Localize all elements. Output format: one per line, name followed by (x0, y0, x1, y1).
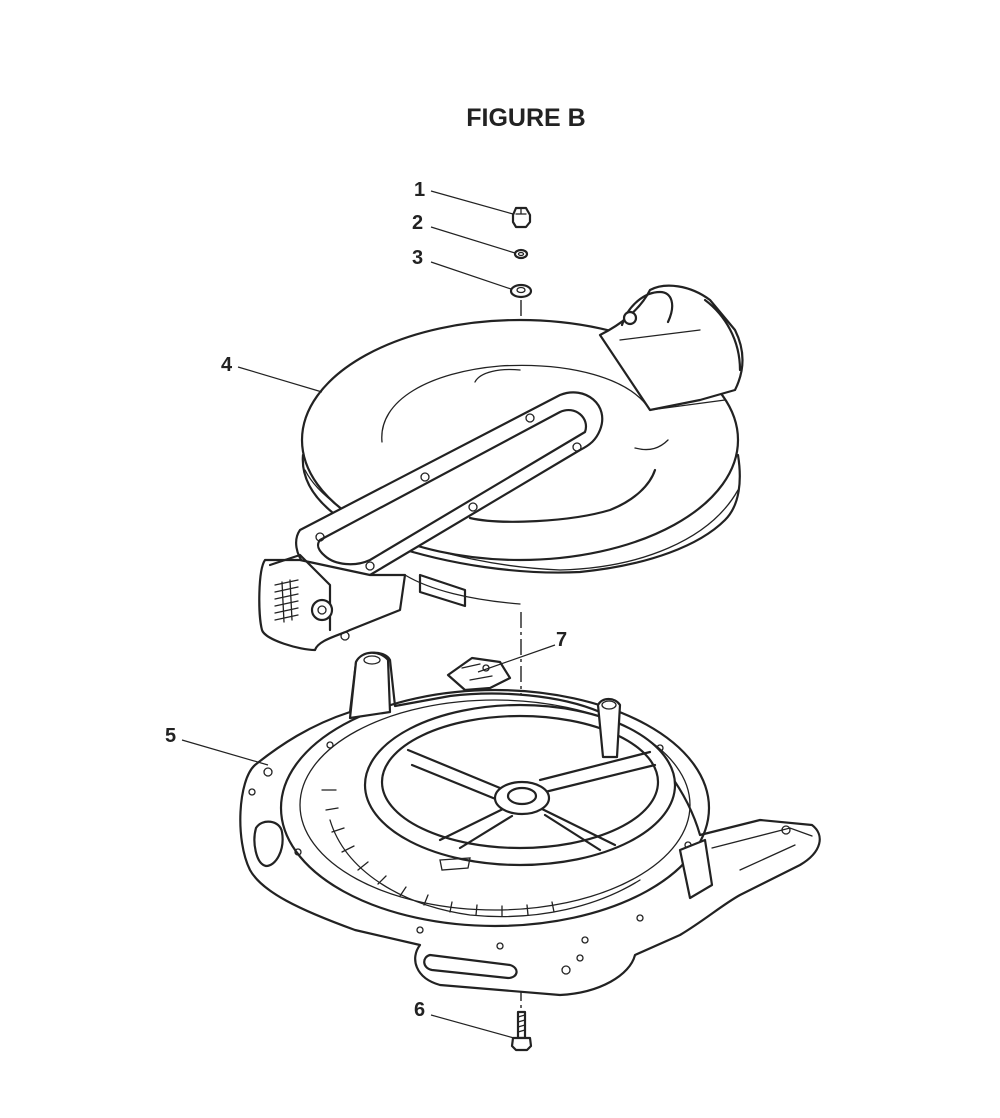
bolt-part (510, 1010, 533, 1052)
leader-line-5 (181, 739, 269, 766)
label-part (446, 656, 512, 692)
lock-washer-part (513, 248, 529, 260)
blade-guard-part (258, 284, 744, 652)
callout-1: 1 (414, 179, 425, 201)
flat-washer-part (509, 283, 533, 299)
leader-line-6 (430, 1014, 515, 1039)
callout-7: 7 (556, 629, 567, 651)
callout-2: 2 (412, 212, 423, 234)
callout-4: 4 (221, 354, 233, 376)
callout-6: 6 (414, 999, 425, 1021)
leader-line-3 (430, 261, 512, 290)
leader-line-7 (477, 644, 556, 673)
leader-line-1 (430, 190, 514, 215)
leader-line-2 (430, 226, 516, 254)
figure-title: FIGURE B (466, 104, 586, 132)
hex-nut-part (511, 206, 532, 229)
callout-5: 5 (165, 725, 176, 747)
base-part (239, 651, 821, 997)
leader-line-4 (237, 366, 323, 393)
callout-3: 3 (412, 247, 423, 269)
